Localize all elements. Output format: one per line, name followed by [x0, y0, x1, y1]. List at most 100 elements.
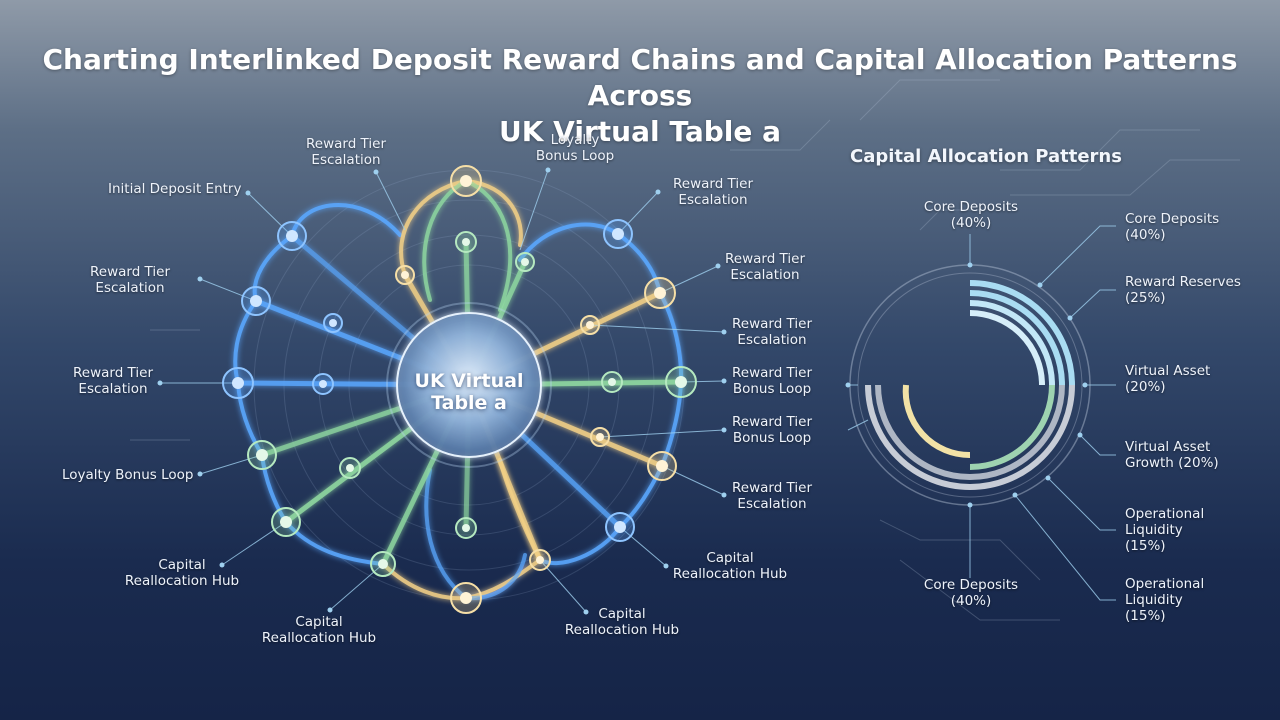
- allocation-legend-item: Reward Reserves (25%): [1125, 274, 1241, 306]
- page-title: Charting Interlinked Deposit Reward Chai…: [40, 42, 1240, 150]
- node-reward-tier-r1: [603, 219, 633, 249]
- allocation-legend-item: Virtual Asset (20%): [1125, 363, 1210, 395]
- donut-arc-core-deposits-2: [969, 290, 1065, 386]
- label-text: Reward Tier: [724, 251, 806, 267]
- label-reward-tier-left-1: Reward Tier Escalation: [90, 264, 170, 296]
- label-text: Growth (20%): [1125, 455, 1219, 471]
- label-text: Reward Tier: [731, 480, 813, 496]
- label-text: Loyalty: [550, 132, 600, 148]
- node-inner-ne: [580, 315, 600, 335]
- label-text: Loyalty Bonus Loop: [62, 467, 194, 483]
- label-text: (15%): [1125, 538, 1166, 554]
- node-bottom: [450, 582, 482, 614]
- donut-arc-core-deposits-1: [969, 280, 1075, 386]
- label-text: Bonus Loop: [732, 381, 812, 397]
- label-reward-tier-right-3: Reward Tier Escalation: [732, 316, 812, 348]
- label-initial-deposit: Initial Deposit Entry: [108, 181, 241, 197]
- label-text: (20%): [1125, 379, 1166, 395]
- node-inner-nne: [515, 252, 535, 272]
- label-text: Escalation: [737, 332, 807, 348]
- node-inner-s: [455, 517, 477, 539]
- donut-arc-core-deposits-3: [969, 300, 1055, 386]
- node-inner-e: [601, 371, 623, 393]
- label-text: Capital: [295, 614, 343, 630]
- label-text: Bonus Loop: [732, 430, 812, 446]
- title-line-2: UK Virtual Table a: [499, 115, 781, 148]
- label-text: Reward Tier: [731, 316, 813, 332]
- label-text: Reward Tier: [72, 365, 154, 381]
- node-capital-hub-bottom-left: [370, 551, 396, 577]
- label-capital-hub-bottom-left: Capital Reallocation Hub: [262, 614, 376, 646]
- label-text: Core Deposits: [923, 577, 1019, 593]
- label-text: Initial Deposit Entry: [108, 181, 242, 197]
- outer-loop-right: [518, 222, 684, 566]
- node-top: [450, 165, 482, 197]
- circuit-traces: [130, 79, 1240, 621]
- label-text: Operational: [1125, 506, 1205, 522]
- node-inner-sw: [339, 457, 361, 479]
- allocation-donut: [849, 264, 1091, 506]
- donut-arc-cream: [902, 384, 971, 459]
- donut-arc-operational: [969, 384, 1055, 470]
- label-capital-hub-bottom-right: Capital Reallocation Hub: [565, 606, 679, 638]
- label-text: (40%): [1125, 227, 1166, 243]
- label-text: Escalation: [78, 381, 148, 397]
- label-text: Reward Tier: [305, 136, 387, 152]
- label-text: Operational: [1125, 576, 1205, 592]
- label-text: Reward Tier: [89, 264, 171, 280]
- node-reward-tier-r2: [644, 277, 676, 309]
- hub-label-line-2: Table a: [431, 392, 507, 414]
- label-bonus-loop-right-5: Reward Tier Bonus Loop: [732, 414, 812, 446]
- node-loyalty-left: [247, 440, 277, 470]
- label-text: Capital: [706, 550, 754, 566]
- leader-lines: [160, 169, 725, 613]
- allocation-legend-item: Operational Liquidity (15%): [1125, 576, 1204, 624]
- donut-arc-reward-reserves: [865, 384, 1075, 491]
- label-text: Virtual Asset: [1125, 439, 1211, 455]
- label-text: Liquidity: [1125, 522, 1183, 538]
- label-text: Virtual Asset: [1125, 363, 1211, 379]
- label-text: (40%): [950, 215, 992, 231]
- label-reward-tier-left-2: Reward Tier Escalation: [73, 365, 153, 397]
- label-text: Reallocation Hub: [564, 622, 680, 638]
- node-capital-hub-right: [605, 512, 635, 542]
- hub-label-line-1: UK Virtual: [414, 370, 524, 392]
- label-reward-tier-right-6: Reward Tier Escalation: [732, 480, 812, 512]
- label-text: Escalation: [311, 152, 381, 168]
- node-reward-tier-r6: [647, 451, 677, 481]
- label-reward-tier-right-1: Reward Tier Escalation: [673, 176, 753, 208]
- allocation-leader-dots: [845, 262, 1088, 508]
- allocation-legend-item: Operational Liquidity (15%): [1125, 506, 1204, 554]
- diagram-nodes: [222, 165, 697, 614]
- node-reward-tier-l2: [222, 367, 254, 399]
- label-text: Capital: [158, 557, 206, 573]
- donut-arc-virtual-asset: [875, 384, 1065, 481]
- label-text: Core Deposits: [923, 199, 1019, 215]
- node-capital-hub-bottom-right: [529, 549, 551, 571]
- label-bonus-loop-right-4: Reward Tier Bonus Loop: [732, 365, 812, 397]
- allocation-title: Capital Allocation Patterns: [850, 146, 1122, 167]
- node-bonus-loop-r4: [665, 366, 697, 398]
- label-text: Reward Tier: [672, 176, 754, 192]
- node-inner-top: [455, 231, 477, 253]
- label-loyalty-top: Loyalty Bonus Loop: [536, 132, 614, 164]
- label-text: Reward Tier: [731, 365, 813, 381]
- hub-label: UK Virtual Table a: [409, 370, 529, 414]
- label-capital-hub-left: Capital Reallocation Hub: [125, 557, 239, 589]
- title-line-1: Charting Interlinked Deposit Reward Chai…: [42, 43, 1238, 112]
- label-reward-tier-top: Reward Tier Escalation: [306, 136, 386, 168]
- allocation-bottom-label: Core Deposits (40%): [924, 577, 1018, 609]
- node-inner-wnw: [323, 313, 343, 333]
- hub: [386, 302, 552, 468]
- label-text: (25%): [1125, 290, 1166, 306]
- label-text: Core Deposits: [1125, 211, 1220, 227]
- label-text: Liquidity: [1125, 592, 1183, 608]
- label-loyalty-left: Loyalty Bonus Loop: [62, 467, 193, 483]
- node-reward-tier-l1: [241, 286, 271, 316]
- label-text: Escalation: [730, 267, 800, 283]
- label-text: Escalation: [737, 496, 807, 512]
- label-reward-tier-right-2: Reward Tier Escalation: [725, 251, 805, 283]
- label-text: (15%): [1125, 608, 1166, 624]
- label-text: Reward Tier: [731, 414, 813, 430]
